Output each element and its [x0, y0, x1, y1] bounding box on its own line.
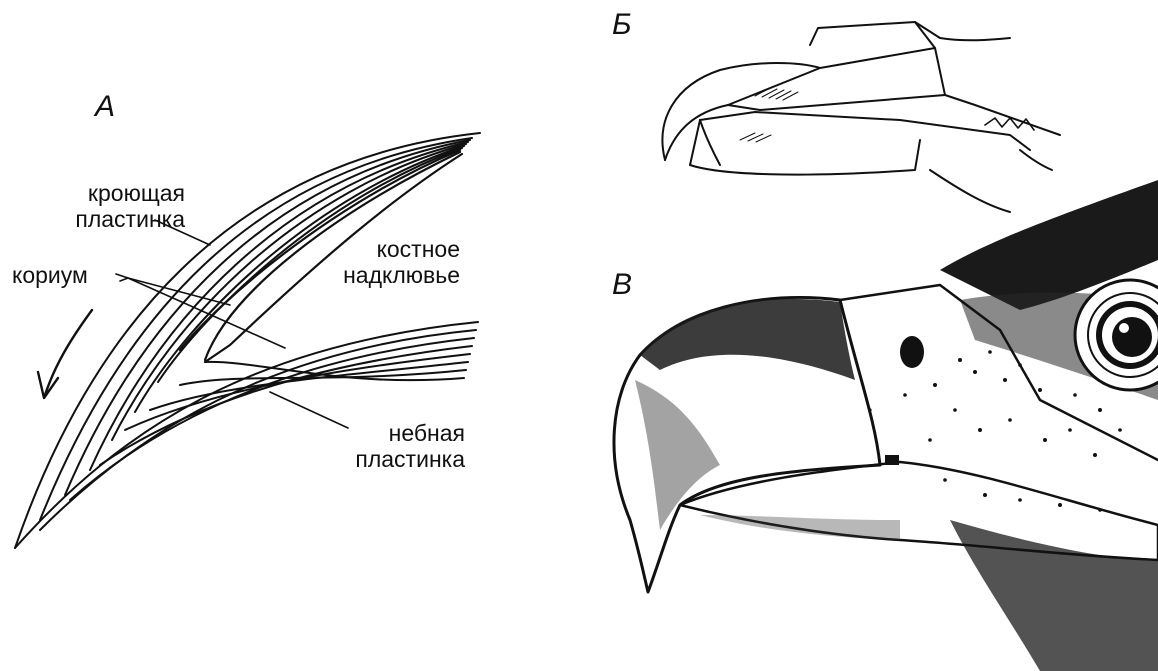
bony-maxilla-label-line1: костное — [270, 236, 460, 262]
panel-label-v: В — [612, 268, 632, 302]
panel-label-b: Б — [612, 8, 632, 42]
beak-outline-sketch — [662, 22, 1060, 212]
palatal-plate-label-line1: небная — [275, 420, 465, 446]
palatal-plate-label: небная пластинка — [275, 420, 465, 472]
growth-arrow — [38, 310, 92, 398]
vulture-head-illustration — [614, 180, 1158, 671]
covering-plate-label: кроющая пластинка — [0, 180, 185, 232]
bony-maxilla-label-line2: надклювье — [270, 262, 460, 288]
corium-label: кориум — [12, 262, 88, 288]
covering-plate-label-line2: пластинка — [0, 206, 185, 232]
palatal-plate-label-line2: пластинка — [275, 446, 465, 472]
nostril-mark — [900, 336, 924, 368]
bony-maxilla-label: костное надклювье — [270, 236, 460, 288]
panel-label-a: А — [95, 90, 115, 124]
covering-plate-label-line1: кроющая — [0, 180, 185, 206]
